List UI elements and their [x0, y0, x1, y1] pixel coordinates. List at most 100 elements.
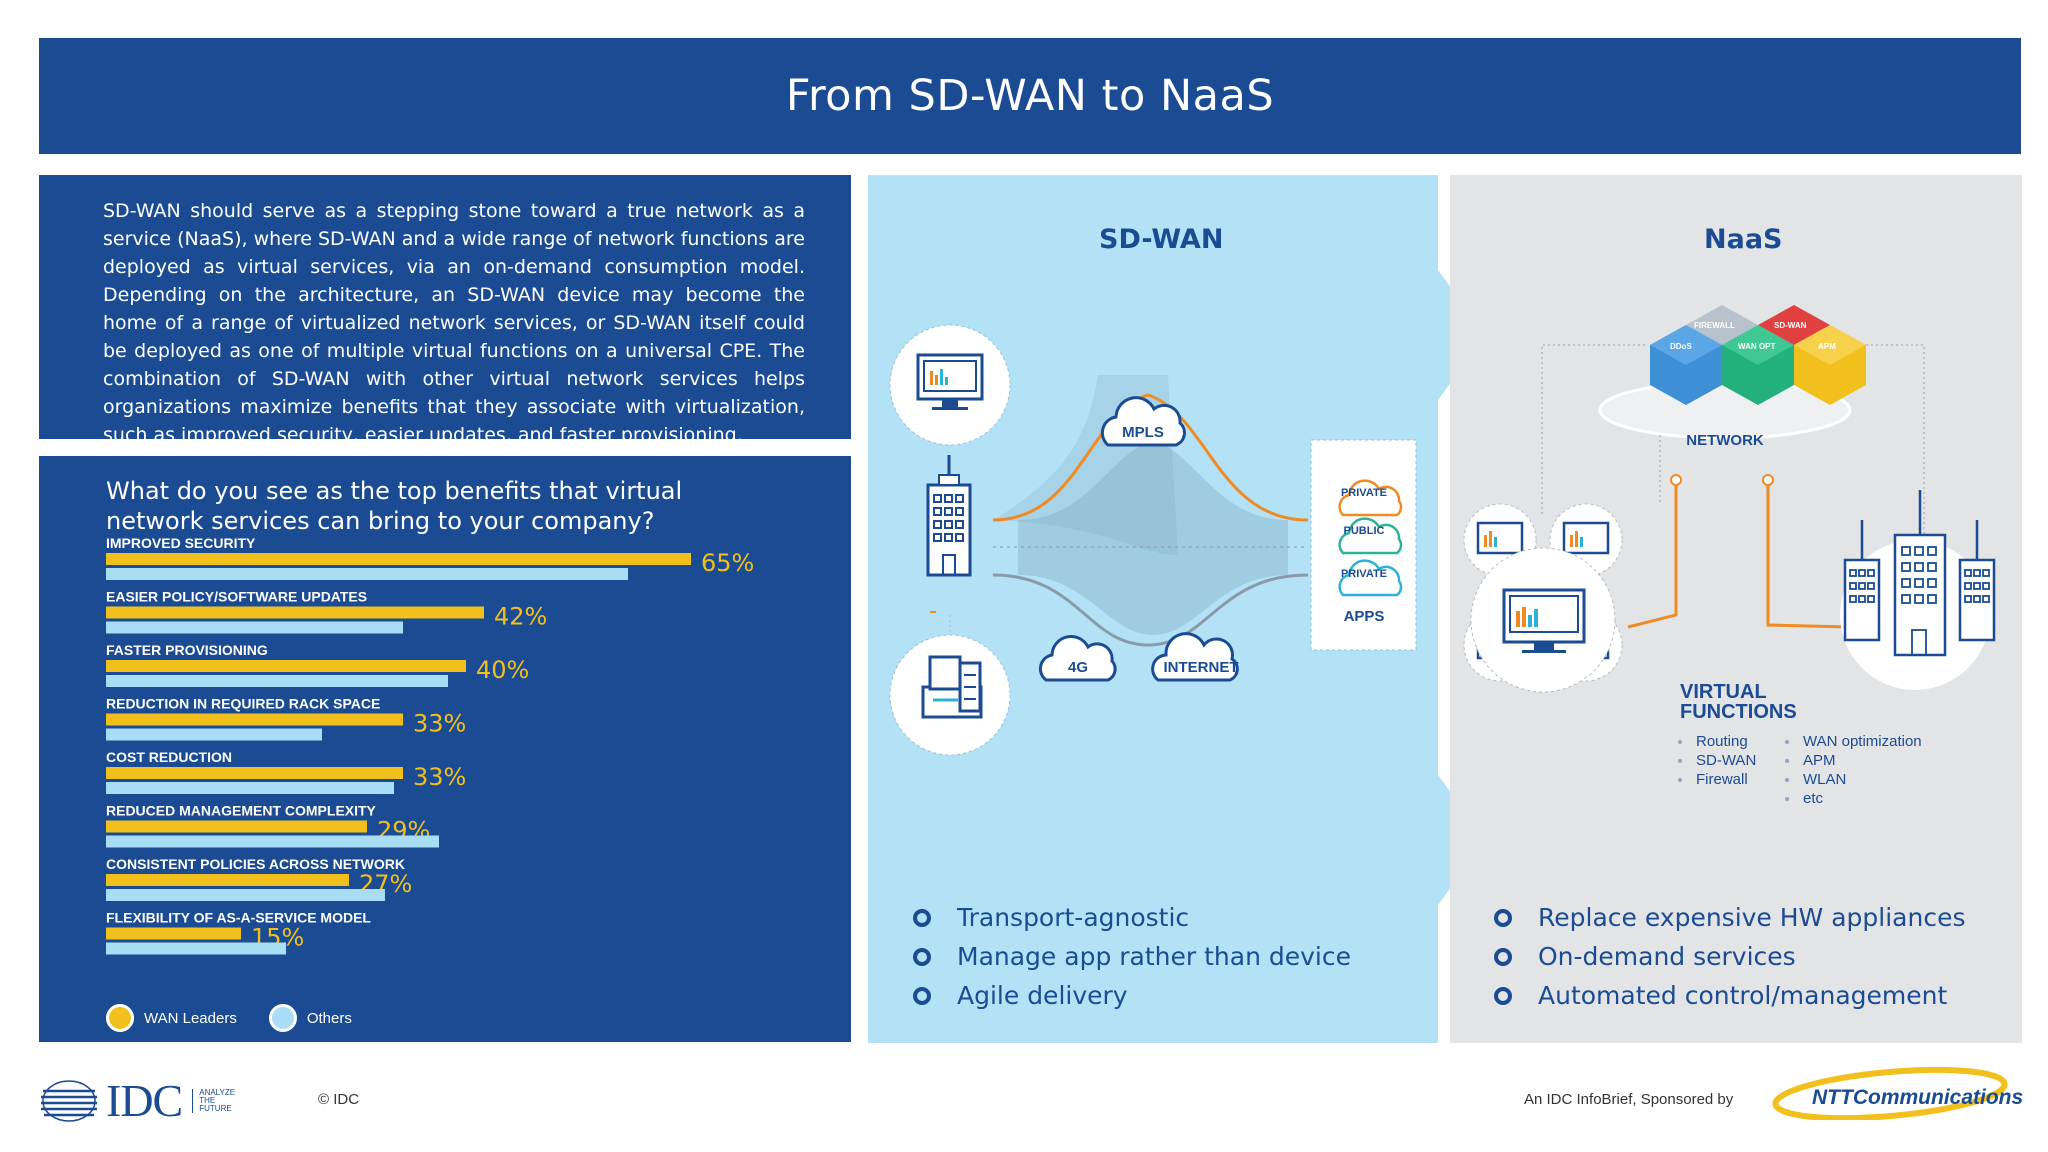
hex-label-apm: APM — [1818, 342, 1836, 351]
category-label: CONSISTENT POLICIES ACROSS NETWORK — [106, 856, 405, 872]
vf-item: WAN optimization — [1785, 732, 1922, 751]
bar-others — [106, 889, 385, 901]
bar-others — [106, 835, 439, 848]
data-label: 33% — [413, 763, 466, 791]
intro-panel: SD-WAN should serve as a stepping stone … — [39, 175, 851, 446]
vf-title-line: VIRTUAL — [1680, 681, 1767, 703]
bar-wan-leaders — [106, 927, 241, 940]
vf-item: Routing — [1678, 732, 1756, 751]
cloud-label-mpls: MPLS — [1122, 424, 1164, 441]
naas-diagram: FIREWALL SD-WAN DDoS WAN OPT APM NETWORK — [1463, 305, 1996, 693]
bar-wan-leaders — [106, 606, 484, 619]
sdwan-bullet-text: Agile delivery — [957, 981, 1128, 1010]
naas-bullet-text: Replace expensive HW appliances — [1538, 903, 1966, 932]
bar-chart: IMPROVED SECURITY 65% EASIER POLICY/SOFTWA… — [106, 535, 754, 955]
sponsor-text: An IDC InfoBrief, Sponsored by — [1524, 1091, 1734, 1108]
bar-wan-leaders — [106, 660, 466, 672]
bar-wan-leaders — [106, 874, 349, 886]
idc-tag-line: ANALYZE — [199, 1087, 236, 1097]
sdwan-diagram: MPLS 4G INTERNET PRIVATE PUBLIC PRIVATE … — [889, 324, 1417, 756]
apps-label: APPS — [1344, 608, 1385, 625]
bullet-ring-icon — [1494, 908, 1512, 927]
bullet-ring-icon — [913, 947, 931, 966]
idc-logo: IDC ANALYZE THE FUTURE — [38, 1074, 235, 1127]
data-label: 42% — [494, 603, 547, 631]
naas-bullet: Automated control/management — [1494, 976, 1966, 1015]
vf-list-right: WAN optimization APM WLAN etc — [1785, 732, 1922, 808]
sdwan-bullet-text: Manage app rather than device — [957, 942, 1351, 971]
virtual-functions-title: VIRTUAL FUNCTIONS — [1680, 682, 1797, 722]
monitor-icon — [889, 324, 1011, 446]
chart-panel: IMPROVED SECURITY 65% EASIER POLICY/SOFTWA… — [39, 456, 851, 1042]
copyright-text: © IDC — [318, 1091, 360, 1108]
naas-bullet-text: Automated control/management — [1538, 981, 1948, 1010]
sdwan-bullets: Transport-agnostic Manage app rather tha… — [913, 898, 1351, 1015]
category-label: REDUCED MANAGEMENT COMPLEXITY — [106, 803, 377, 819]
ntt-wordmark: NTTCommunications — [1812, 1086, 2024, 1109]
vf-item: APM — [1785, 751, 1922, 770]
bar-wan-leaders — [106, 767, 403, 779]
bullet-ring-icon — [1494, 947, 1512, 966]
category-label: IMPROVED SECURITY — [106, 535, 256, 551]
naas-title: NaaS — [1704, 224, 1783, 255]
sdwan-bullet: Manage app rather than device — [913, 937, 1351, 976]
category-label: COST REDUCTION — [106, 749, 232, 765]
bullet-ring-icon — [913, 908, 931, 927]
vf-item: Firewall — [1678, 770, 1756, 789]
bullet-ring-icon — [1494, 986, 1512, 1005]
vf-list-left: Routing SD-WAN Firewall — [1678, 732, 1756, 789]
idc-wordmark: IDC — [106, 1075, 183, 1126]
bar-others — [106, 942, 286, 955]
intro-text: SD-WAN should serve as a stepping stone … — [103, 200, 805, 446]
category-label: EASIER POLICY/SOFTWARE UPDATES — [106, 589, 367, 605]
bar-wan-leaders — [106, 820, 367, 833]
hex-label-wanopt: WAN OPT — [1738, 342, 1775, 351]
virtual-functions-cube-icon — [1650, 305, 1866, 405]
bar-others — [106, 782, 394, 794]
sdwan-title: SD-WAN — [1099, 224, 1224, 255]
network-label: NETWORK — [1686, 432, 1764, 449]
bar-others — [106, 621, 403, 634]
hex-label-sdwan: SD-WAN — [1774, 321, 1807, 330]
apps-box — [1310, 439, 1417, 651]
legend-swatch-others — [268, 1004, 297, 1032]
vf-item: etc — [1785, 789, 1922, 808]
router-icon — [889, 634, 1011, 756]
legend-item-others: Others — [268, 1004, 352, 1032]
4g-cloud-icon — [1038, 634, 1117, 682]
buildings-icon — [1840, 490, 1996, 690]
idc-tagline: ANALYZE THE FUTURE — [192, 1087, 236, 1113]
bar-wan-leaders — [106, 713, 403, 726]
legend-item-wan-leaders: WAN Leaders — [106, 1004, 237, 1032]
large-monitor-icon — [1470, 547, 1616, 693]
data-label: 40% — [476, 656, 529, 684]
category-label: FLEXIBILITY OF AS-A-SERVICE MODEL — [106, 910, 371, 926]
data-label: 65% — [701, 549, 754, 577]
vf-item: WLAN — [1785, 770, 1922, 789]
naas-bullet: On-demand services — [1494, 937, 1966, 976]
legend-label-wan-leaders: WAN Leaders — [144, 1009, 237, 1027]
naas-bullet-text: On-demand services — [1538, 942, 1796, 971]
legend-label-others: Others — [306, 1009, 352, 1027]
naas-bullets: Replace expensive HW appliances On-deman… — [1494, 898, 1966, 1015]
cloud-label-internet: INTERNET — [1164, 659, 1239, 676]
internet-cloud-icon — [1151, 632, 1239, 682]
idc-tag-line: THE — [199, 1095, 216, 1105]
data-label: 33% — [413, 710, 466, 738]
hex-label-firewall: FIREWALL — [1694, 321, 1735, 330]
building-icon — [926, 455, 972, 577]
chart-legend: WAN Leaders Others — [106, 1004, 374, 1032]
bar-others — [106, 728, 322, 741]
bar-others — [106, 675, 448, 687]
legend-swatch-wan-leaders — [106, 1004, 134, 1032]
cloud-label-public: PUBLIC — [1344, 525, 1385, 537]
sdwan-bullet-text: Transport-agnostic — [957, 903, 1190, 932]
sdwan-bullet: Transport-agnostic — [913, 898, 1351, 937]
bullet-ring-icon — [913, 986, 931, 1005]
ntt-logo-icon — [1772, 1066, 2008, 1120]
mpls-cloud-icon — [1100, 396, 1186, 447]
cloud-label-private-bottom: PRIVATE — [1341, 568, 1387, 580]
idc-globe-icon — [41, 1079, 97, 1122]
category-label: REDUCTION IN REQUIRED RACK SPACE — [106, 696, 380, 712]
title-bar: From SD-WAN to NaaS — [39, 38, 2021, 154]
